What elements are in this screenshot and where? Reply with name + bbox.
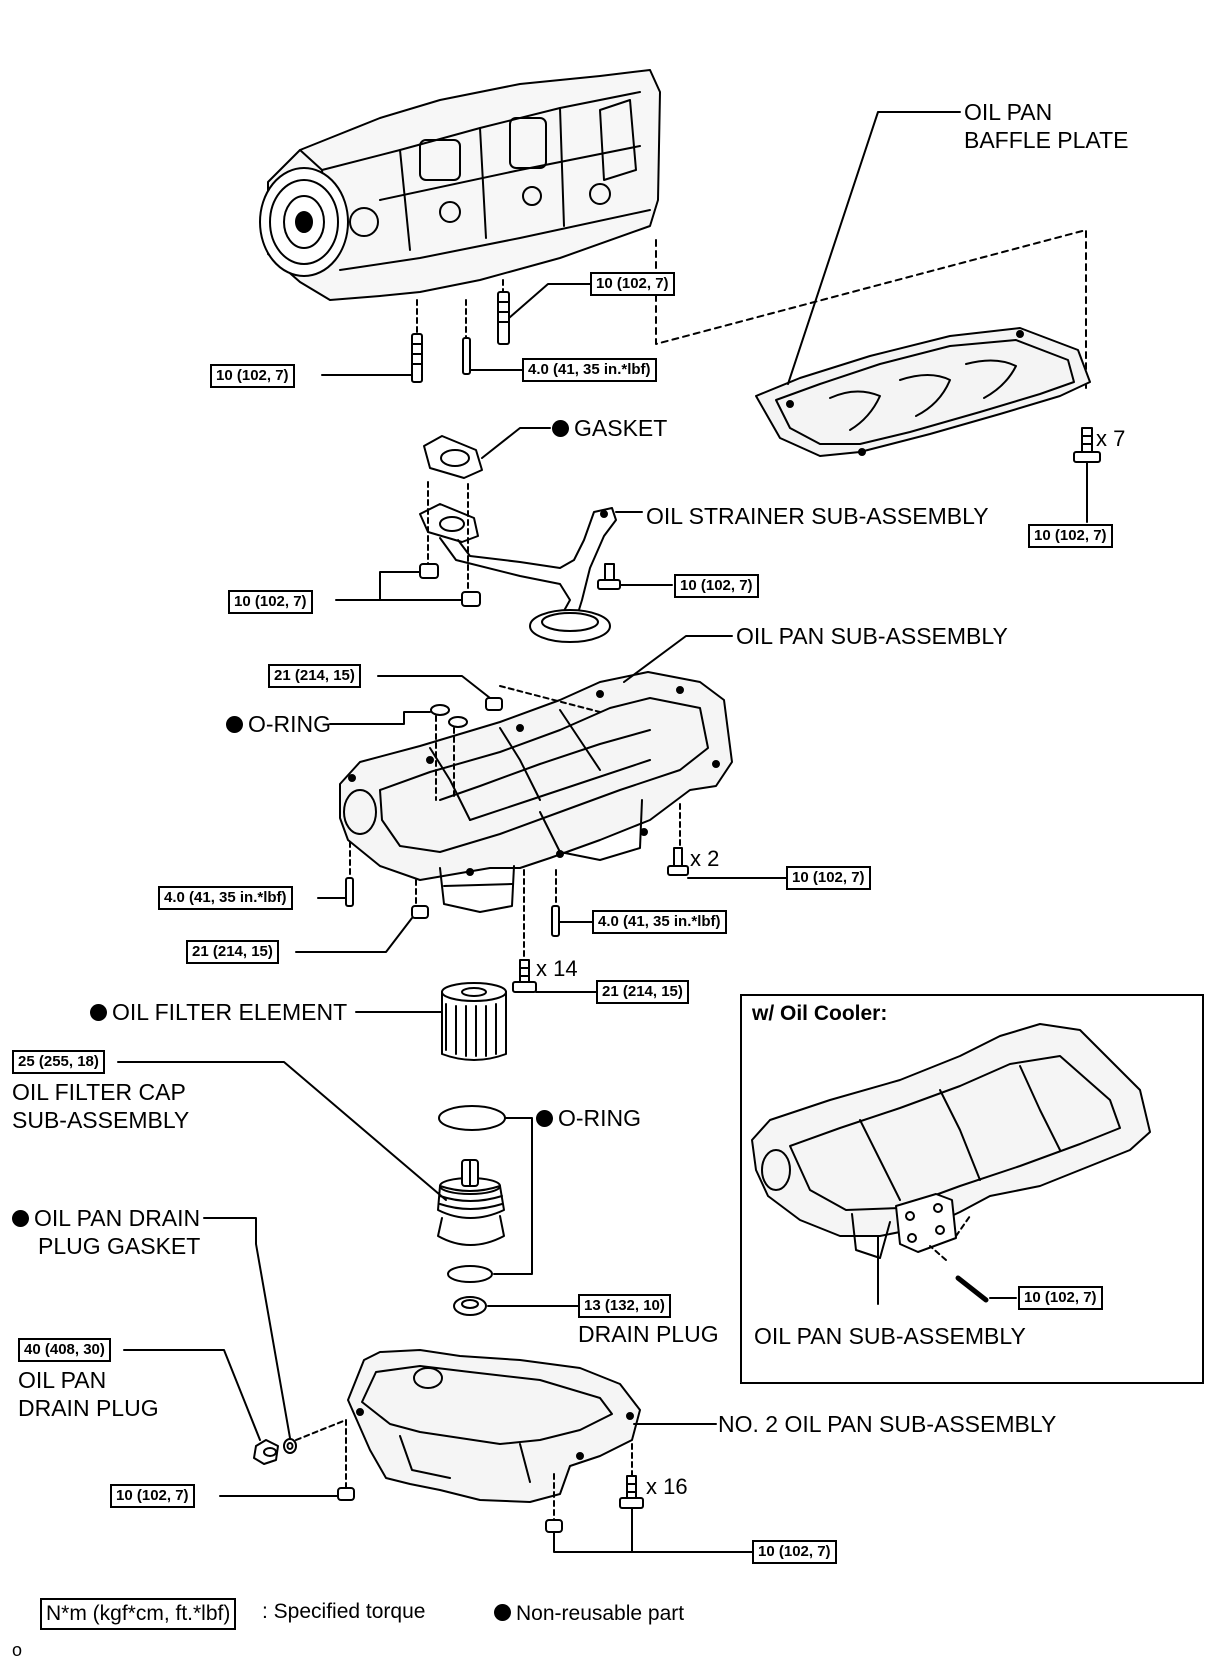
label-line: OIL FILTER CAP — [12, 1079, 186, 1105]
torque-no2-pan-bolts: 10 (102, 7) — [752, 1540, 837, 1564]
oil-filter-element-illustration — [441, 982, 507, 1061]
leader-pan-nut-bottom — [295, 917, 413, 953]
torque-pan-nut-top: 21 (214, 15) — [268, 664, 361, 688]
guide-baffle — [655, 229, 1087, 389]
label-line: BAFFLE PLATE — [964, 127, 1129, 153]
guide-drain-plug — [295, 1419, 347, 1441]
pan-bolt-x2-icon — [667, 847, 689, 876]
baffle-bolt-icon — [1073, 427, 1101, 463]
oil-filter-cap-illustration — [437, 1159, 505, 1246]
label-line: SUB-ASSEMBLY — [12, 1107, 190, 1133]
leader-o-ring-top — [329, 711, 431, 725]
label-drain-plug-gasket: OIL PAN DRAIN PLUG GASKET — [12, 1204, 200, 1260]
footer-mark: o — [12, 1640, 23, 1660]
oil-strainer-illustration — [419, 503, 617, 643]
pan-top-nut-icon — [485, 697, 503, 711]
label-no2-oil-pan: NO. 2 OIL PAN SUB-ASSEMBLY — [718, 1411, 1057, 1437]
quantity-pan-bolts-x2: x 2 — [690, 846, 720, 871]
oil-pan-sub-assembly-illustration — [339, 671, 733, 913]
large-o-ring-icon — [438, 1105, 506, 1131]
torque-baffle-bolts: 10 (102, 7) — [1028, 524, 1113, 548]
label-oil-strainer: OIL STRAINER SUB-ASSEMBLY — [646, 503, 989, 529]
leader-gasket — [481, 427, 551, 459]
no2-oil-pan-illustration — [347, 1349, 641, 1503]
guide-o-rings — [435, 715, 455, 801]
legend-non-reusable: Non-reusable part — [494, 1600, 684, 1628]
oil-pan-baffle-plate-illustration — [755, 327, 1091, 457]
label-line: OIL PAN — [964, 99, 1053, 125]
torque-block-stud-left: 10 (102, 7) — [210, 364, 295, 388]
leader-no2-bolts — [553, 1507, 753, 1553]
no2-pan-nut-icon — [337, 1487, 355, 1501]
strainer-gasket-illustration — [423, 435, 483, 479]
torque-pan-nut-bottom: 21 (214, 15) — [186, 940, 279, 964]
leader-drain-plug-gasket — [203, 1217, 291, 1439]
engine-block-illustration — [259, 69, 661, 301]
drain-plug-illustration — [453, 1296, 487, 1316]
label-line: OIL PAN DRAIN — [12, 1204, 200, 1232]
torque-drain-plug: 13 (132, 10) — [578, 1294, 671, 1318]
guide-strainer — [427, 481, 469, 591]
torque-strainer-bolt: 10 (102, 7) — [674, 574, 759, 598]
label-oil-filter-element: OIL FILTER ELEMENT — [90, 998, 347, 1026]
guide-pan-pins — [349, 841, 557, 907]
torque-pan-pin-left: 4.0 (41, 35 in.*lbf) — [158, 886, 293, 910]
leader-baffle-plate — [787, 111, 961, 385]
pan-bolt-x14-icon — [512, 959, 537, 993]
label-gasket: GASKET — [552, 414, 667, 442]
label-o-ring-top: O-RING — [226, 710, 331, 738]
small-o-rings — [430, 704, 468, 728]
pan-pin-icon — [345, 877, 560, 937]
torque-pan-pin-right: 4.0 (41, 35 in.*lbf) — [592, 910, 727, 934]
leader-oil-pan-drain-plug — [123, 1349, 261, 1441]
torque-pan-bolts-x2: 10 (102, 7) — [786, 866, 871, 890]
pan-bottom-nut-icon — [411, 905, 429, 919]
label-oil-pan-sub-assembly: OIL PAN SUB-ASSEMBLY — [736, 623, 1008, 649]
label-oil-cooler-pan: OIL PAN SUB-ASSEMBLY — [754, 1323, 1026, 1349]
leader-o-ring-bottom — [493, 1117, 533, 1275]
torque-block-stud-right: 10 (102, 7) — [590, 272, 675, 296]
label-oil-filter-cap: OIL FILTER CAP SUB-ASSEMBLY — [12, 1078, 189, 1134]
leader-oil-pan — [623, 635, 733, 683]
block-studs — [411, 279, 510, 383]
torque-filter-cap: 25 (255, 18) — [12, 1050, 105, 1074]
label-o-ring-bottom: O-RING — [536, 1104, 641, 1132]
label-line: PLUG GASKET — [38, 1233, 201, 1259]
leader-stud-right — [508, 283, 591, 319]
guide-pan-top — [499, 685, 601, 713]
legend-torque-key: N*m (kgf*cm, ft.*lbf) — [40, 1598, 237, 1630]
leader-oil-filter-cap — [117, 1061, 447, 1201]
guide-no2-bolts — [553, 1443, 633, 1521]
quantity-pan-bolts-x14: x 14 — [536, 956, 578, 981]
label-drain-plug: DRAIN PLUG — [578, 1321, 719, 1347]
torque-oil-pan-drain-plug: 40 (408, 30) — [18, 1338, 111, 1362]
torque-pan-bolts-x14: 21 (214, 15) — [596, 980, 689, 1004]
leader-strainer-nuts — [335, 571, 463, 601]
torque-oil-cooler-bolt: 10 (102, 7) — [1018, 1286, 1103, 1310]
quantity-baffle-bolts: x 7 — [1096, 426, 1126, 451]
torque-no2-pan-nut-left: 10 (102, 7) — [110, 1484, 195, 1508]
label-oil-pan-drain-plug: OIL PAN DRAIN PLUG — [18, 1366, 159, 1422]
small-cap-o-ring-icon — [447, 1265, 493, 1283]
quantity-no2-pan-bolts: x 16 — [646, 1474, 688, 1499]
oil-cooler-inset-box — [740, 994, 1204, 1384]
torque-strainer-nuts: 10 (102, 7) — [228, 590, 313, 614]
oil-pan-drain-plug-illustration — [253, 1438, 297, 1465]
strainer-bolt-icon — [597, 563, 621, 590]
strainer-nut-icon — [419, 563, 481, 607]
torque-block-pin: 4.0 (41, 35 in.*lbf) — [522, 358, 657, 382]
oil-cooler-pan-illustration — [751, 1023, 1151, 1303]
label-oil-pan-baffle-plate: OIL PAN BAFFLE PLATE — [964, 98, 1128, 154]
label-oil-cooler-title: w/ Oil Cooler: — [752, 1002, 888, 1025]
leader-pan-nut-top — [377, 675, 491, 699]
label-line: DRAIN PLUG — [18, 1395, 159, 1421]
label-line: OIL PAN — [18, 1367, 107, 1393]
legend-torque-desc: : Specified torque — [262, 1600, 426, 1623]
